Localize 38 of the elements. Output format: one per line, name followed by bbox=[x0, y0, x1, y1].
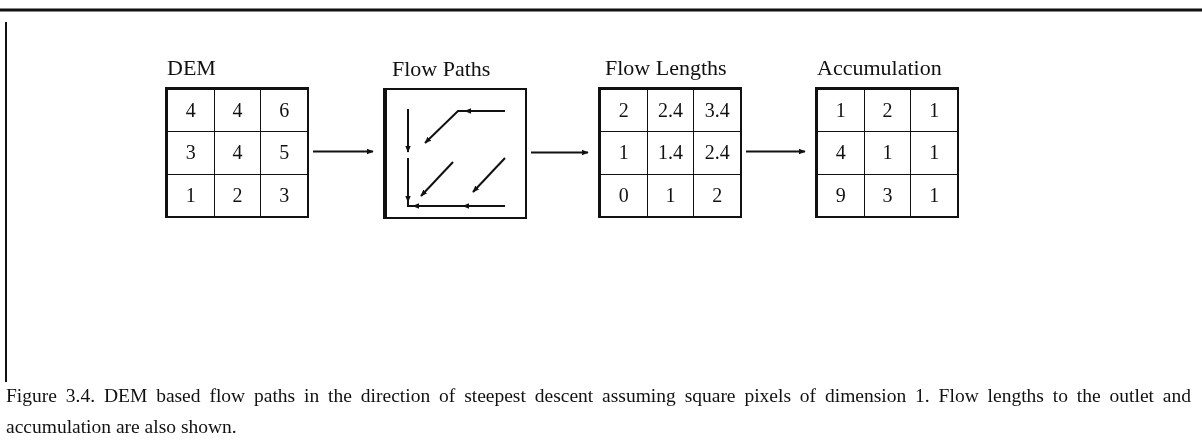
cell-value: 4 bbox=[232, 141, 243, 165]
panel-title: Flow Lengths bbox=[605, 55, 727, 81]
grid-cell bbox=[600, 89, 648, 133]
grid-cell bbox=[167, 89, 215, 133]
cell-value: 2.4 bbox=[658, 99, 683, 123]
panel-title: Accumulation bbox=[817, 55, 942, 81]
cell-value: 2 bbox=[882, 99, 893, 123]
cell-value: 1 bbox=[929, 183, 940, 207]
cell-value: 2 bbox=[712, 183, 723, 207]
cell-value: 3 bbox=[185, 141, 196, 165]
cell-value: 5 bbox=[279, 141, 290, 165]
arrow bbox=[530, 149, 589, 156]
cell-value: 4 bbox=[185, 99, 196, 123]
arrow bbox=[312, 148, 374, 155]
cell-value: 0 bbox=[618, 183, 629, 207]
cell-value: 1 bbox=[185, 183, 196, 207]
cell-value: 1 bbox=[618, 141, 629, 165]
grid-cell bbox=[817, 89, 865, 133]
cell-value: 3 bbox=[882, 183, 893, 207]
cell-value: 2 bbox=[618, 99, 629, 123]
cell-value: 1 bbox=[882, 141, 893, 165]
panel-title: DEM bbox=[167, 55, 216, 81]
cell-value: 1 bbox=[929, 141, 940, 165]
arrow bbox=[745, 148, 806, 155]
cell-value: 1.4 bbox=[658, 141, 683, 165]
cell-value: 6 bbox=[279, 99, 290, 123]
cell-value: 3.4 bbox=[704, 99, 730, 123]
cell-value: 2.4 bbox=[704, 141, 730, 165]
panel-title: Flow Paths bbox=[392, 56, 491, 82]
cell-value: 3 bbox=[279, 183, 290, 207]
cell-value: 1 bbox=[835, 99, 846, 123]
cell-value: 4 bbox=[232, 99, 243, 123]
cell-value: 1 bbox=[929, 99, 940, 123]
cell-value: 1 bbox=[665, 183, 676, 207]
cell-value: 4 bbox=[835, 141, 846, 165]
cell-value: 2 bbox=[232, 183, 243, 207]
cell-value: 9 bbox=[835, 183, 846, 207]
figure-caption: Figure 3.4. DEM based flow paths in the direction of steepest descent assuming square pixels of dimension 1. Flow lengths to the outlet and accumulation are also shown. bbox=[6, 384, 1191, 439]
